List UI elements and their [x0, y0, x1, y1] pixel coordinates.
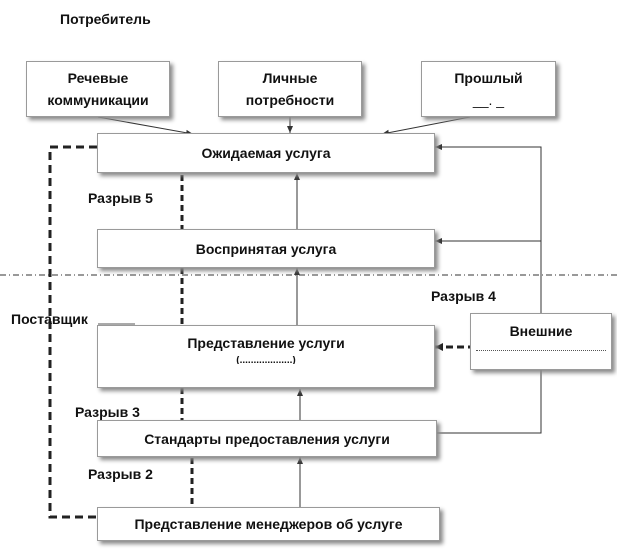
speech-communications-box: Речевые коммуникации [26, 61, 170, 117]
personal-needs-box: Личные потребности [218, 61, 362, 117]
gap4-label: Разрыв 4 [431, 288, 496, 304]
line-external-expected [435, 144, 542, 313]
past-experience-box: Прошлый __. _ [421, 61, 556, 117]
provider-label: Поставщик [11, 311, 88, 327]
arrow-past-expected [381, 116, 471, 136]
delivery-standards-box: Стандарты предоставления услуги [97, 420, 437, 457]
service-delivery-box: Представление услуги (..................… [97, 325, 435, 388]
consumer-label: Потребитель [60, 11, 151, 27]
gap2-label: Разрыв 2 [88, 466, 153, 482]
perceived-service-box: Воспринятая услуга [97, 229, 435, 268]
expected-service-box: Ожидаемая услуга [97, 133, 435, 173]
gap3-label: Разрыв 3 [75, 404, 140, 420]
gap5-label: Разрыв 5 [88, 190, 153, 206]
external-communications-box: Внешние [470, 313, 612, 370]
line-external-standards [437, 370, 542, 434]
external-truncated-line [476, 350, 606, 351]
arrow-speech-expected [97, 116, 194, 136]
managers-perception-box: Представление менеджеров об услуге [97, 507, 440, 541]
